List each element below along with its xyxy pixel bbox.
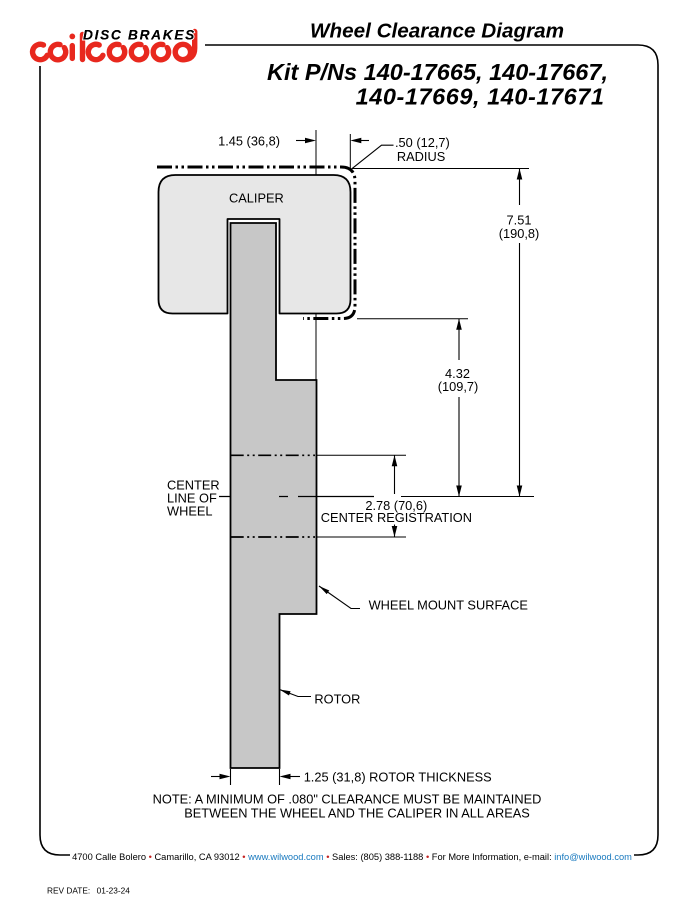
svg-text:Wheel Clearance Diagram: Wheel Clearance Diagram bbox=[310, 20, 564, 43]
svg-text:WHEEL: WHEEL bbox=[167, 504, 213, 519]
svg-text:Kit P/Ns 140-17665, 140-17667,: Kit P/Ns 140-17665, 140-17667, bbox=[267, 59, 608, 85]
svg-text:1.25 (31,8) ROTOR THICKNESS: 1.25 (31,8) ROTOR THICKNESS bbox=[304, 770, 492, 785]
svg-text:NOTE: A MINIMUM OF .080" CLEAR: NOTE: A MINIMUM OF .080" CLEARANCE MUST … bbox=[153, 792, 542, 807]
svg-text:4.32: 4.32 bbox=[445, 366, 470, 381]
svg-text:2.78 (70,6): 2.78 (70,6) bbox=[365, 498, 427, 513]
svg-text:WHEEL MOUNT SURFACE: WHEEL MOUNT SURFACE bbox=[369, 598, 528, 613]
svg-text:.50 (12,7): .50 (12,7) bbox=[395, 135, 450, 150]
svg-text:140-17669, 140-17671: 140-17669, 140-17671 bbox=[356, 84, 605, 110]
svg-text:DISC BRAKES: DISC BRAKES bbox=[83, 27, 196, 42]
svg-text:CENTER: CENTER bbox=[167, 478, 220, 493]
svg-text:1.45 (36,8): 1.45 (36,8) bbox=[218, 134, 280, 149]
svg-text:REV DATE: 01-23-24: REV DATE: 01-23-24 bbox=[47, 886, 130, 896]
svg-text:4700 Calle Bolero • Camarillo,: 4700 Calle Bolero • Camarillo, CA 93012 … bbox=[72, 852, 632, 862]
svg-text:7.51: 7.51 bbox=[507, 213, 532, 228]
svg-text:ROTOR: ROTOR bbox=[314, 691, 360, 706]
svg-text:RADIUS: RADIUS bbox=[397, 149, 445, 164]
svg-text:(109,7): (109,7) bbox=[438, 379, 479, 394]
svg-text:CALIPER: CALIPER bbox=[229, 191, 284, 206]
svg-text:DISC BRAKES: DISC BRAKES bbox=[83, 27, 196, 42]
svg-text:LINE OF: LINE OF bbox=[167, 491, 217, 506]
svg-text:(190,8): (190,8) bbox=[499, 226, 540, 241]
svg-text:BETWEEN THE WHEEL AND THE CALI: BETWEEN THE WHEEL AND THE CALIPER IN ALL… bbox=[184, 806, 530, 821]
svg-text:CENTER REGISTRATION: CENTER REGISTRATION bbox=[321, 510, 472, 525]
